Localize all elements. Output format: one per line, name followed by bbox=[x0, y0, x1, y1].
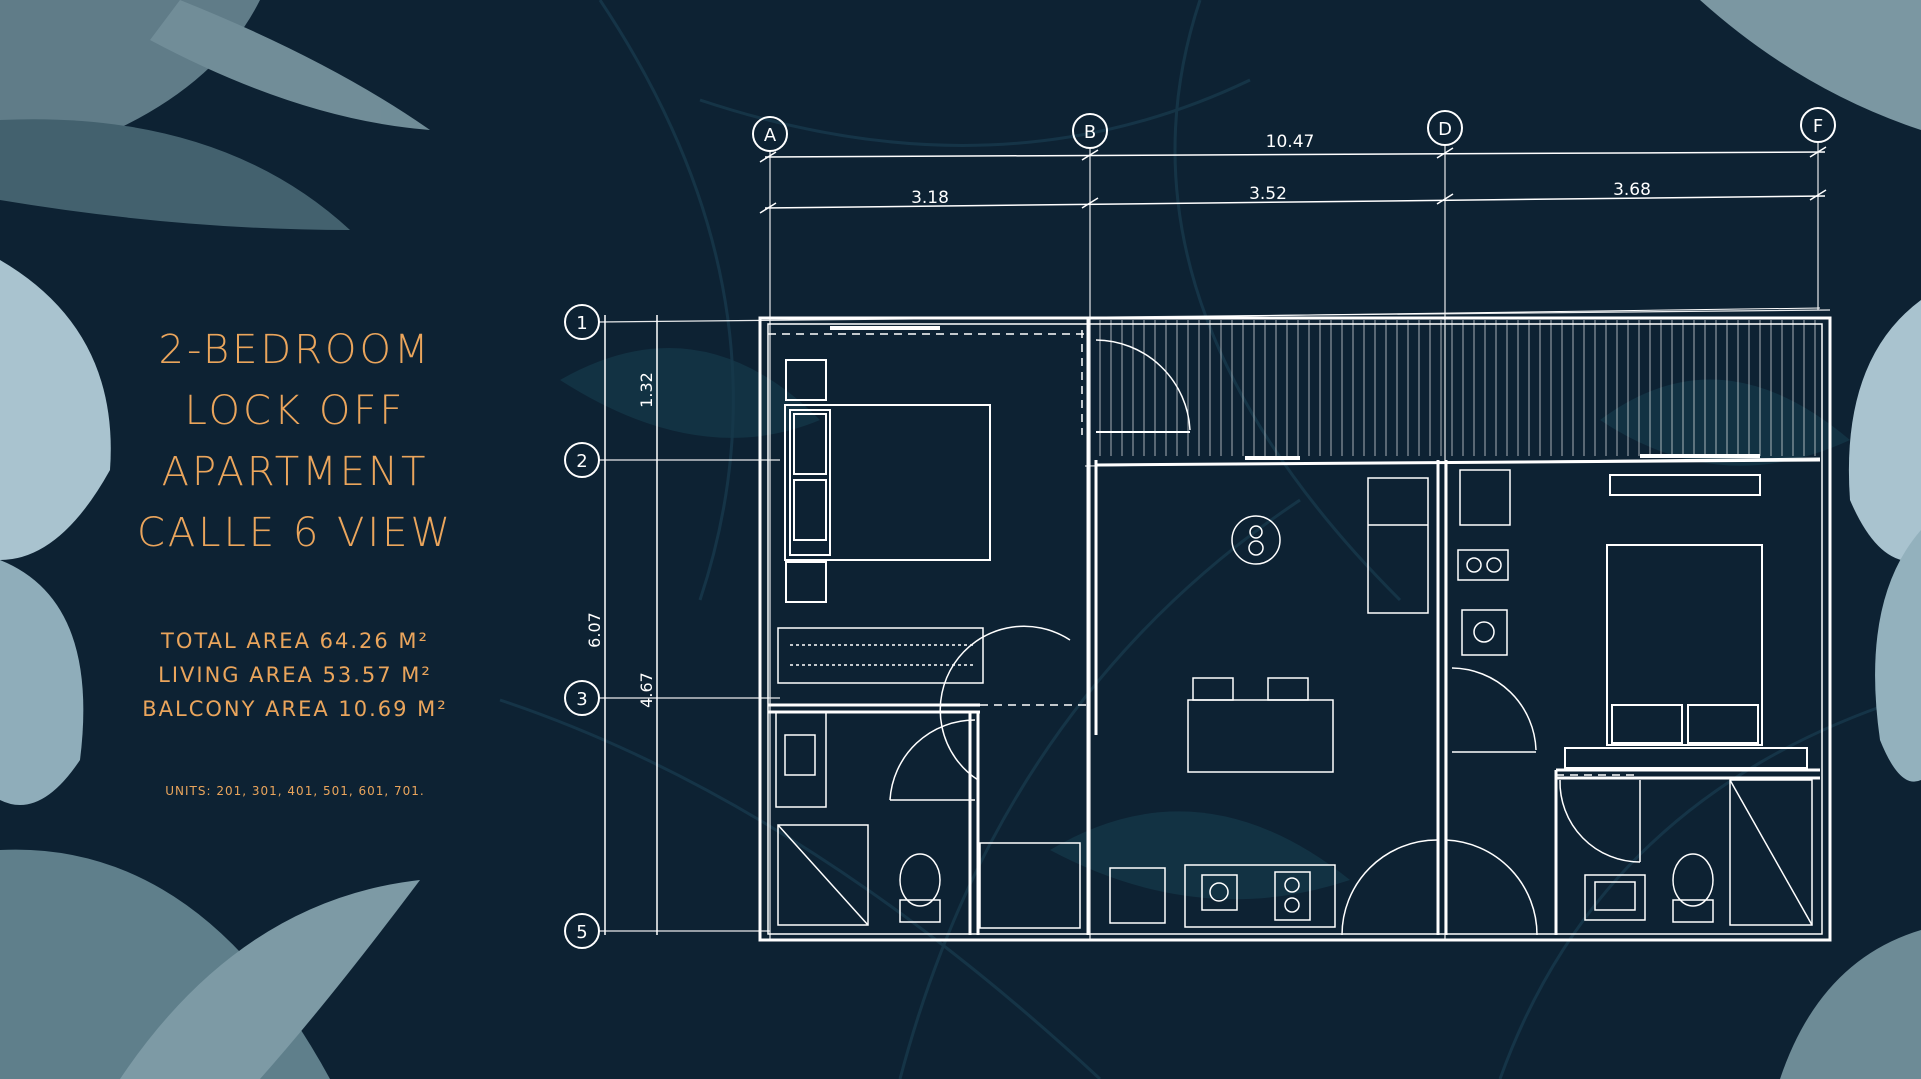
bathroom-2 bbox=[1559, 779, 1813, 926]
grid-column-a: A bbox=[752, 116, 788, 152]
grid-column-f: F bbox=[1800, 107, 1836, 143]
total-area: TOTAL AREA 64.26 M² bbox=[161, 629, 429, 653]
interior-walls bbox=[768, 318, 1821, 935]
title-line-2: LOCK OFF bbox=[184, 388, 406, 434]
exterior-walls bbox=[758, 316, 1832, 942]
kitchen-counter bbox=[1109, 864, 1336, 928]
grid-row-5: 5 bbox=[564, 913, 600, 949]
bed-2 bbox=[1564, 474, 1808, 769]
grid-label-3: 3 bbox=[576, 689, 587, 710]
ceiling-fan-icon bbox=[1231, 515, 1281, 565]
dimension-span-df: 3.68 bbox=[1613, 180, 1651, 200]
wardrobe bbox=[777, 627, 984, 684]
living-area: LIVING AREA 53.57 M² bbox=[158, 663, 432, 687]
grid-row-3: 3 bbox=[564, 680, 600, 716]
title-line-3: APARTMENT bbox=[161, 449, 429, 495]
kitchenette bbox=[1451, 469, 1537, 753]
dimension-span-12: 1.32 bbox=[637, 372, 656, 408]
grid-column-b: B bbox=[1072, 113, 1108, 149]
dimension-span-bd: 3.52 bbox=[1249, 184, 1287, 204]
grid-label-1: 1 bbox=[576, 313, 587, 334]
bathroom-1 bbox=[775, 711, 976, 926]
grid-label-d: D bbox=[1438, 119, 1452, 140]
grid-label-2: 2 bbox=[576, 451, 587, 472]
dimension-span-35: 4.67 bbox=[637, 672, 656, 708]
balcony-railing bbox=[1084, 307, 1821, 467]
info-panel: 2-BEDROOM LOCK OFF APARTMENT CALLE 6 VIE… bbox=[120, 320, 470, 798]
window-marks bbox=[830, 326, 1760, 460]
shelving bbox=[1367, 477, 1429, 614]
dimension-total-depth: 6.07 bbox=[585, 612, 604, 648]
dimension-total-width: 10.47 bbox=[1266, 132, 1315, 152]
grid-label-b: B bbox=[1084, 122, 1096, 143]
dining-table bbox=[1187, 677, 1334, 773]
units-list: UNITS: 201, 301, 401, 501, 601, 701. bbox=[165, 784, 425, 798]
title-line-1: 2-BEDROOM bbox=[158, 327, 432, 373]
grid-row-1: 1 bbox=[564, 304, 600, 340]
grid-label-5: 5 bbox=[576, 922, 587, 943]
bed-1 bbox=[784, 359, 991, 603]
apartment-title: 2-BEDROOM LOCK OFF APARTMENT CALLE 6 VIE… bbox=[120, 320, 470, 564]
title-line-4: CALLE 6 VIEW bbox=[137, 510, 453, 556]
balcony-area: BALCONY AREA 10.69 M² bbox=[142, 697, 448, 721]
dimension-span-ab: 3.18 bbox=[911, 188, 949, 208]
grid-label-f: F bbox=[1813, 116, 1823, 137]
grid-row-2: 2 bbox=[564, 442, 600, 478]
grid-label-a: A bbox=[764, 125, 777, 146]
grid-column-d: D bbox=[1427, 110, 1463, 146]
